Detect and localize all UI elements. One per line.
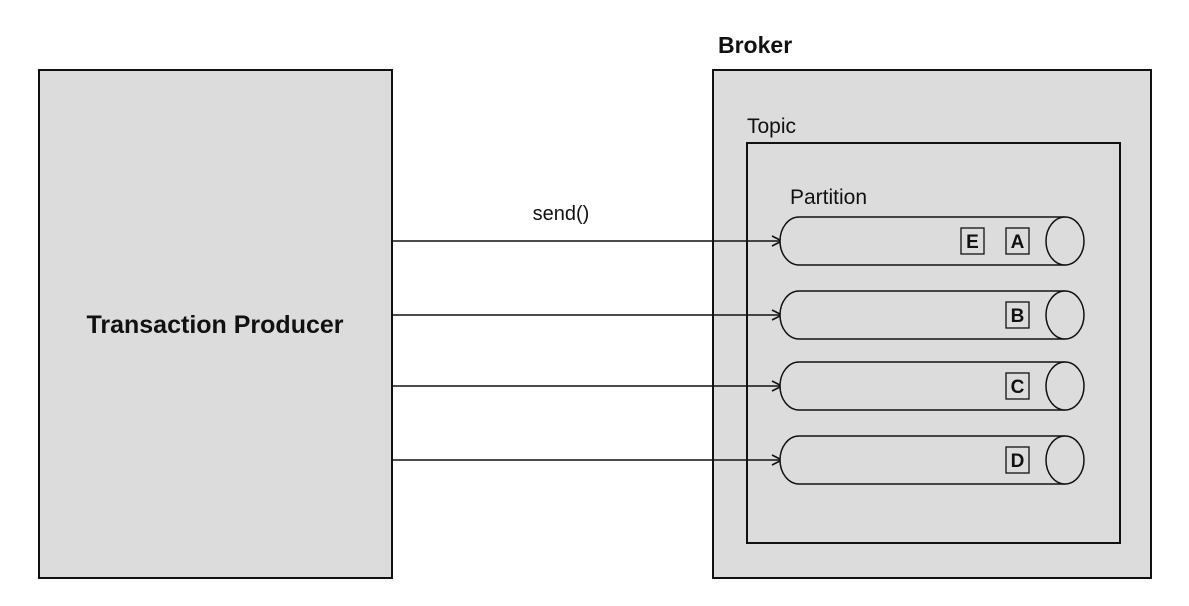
message-box [1005, 372, 1030, 400]
message-box [1005, 227, 1030, 255]
partition-cylinder [779, 290, 1065, 340]
producer-label: Transaction Producer [86, 311, 343, 339]
send-label: send() [533, 203, 590, 225]
message-box [960, 227, 985, 255]
partition-cylinder-end [1045, 290, 1085, 340]
partition-cylinder [779, 216, 1065, 266]
partition-label: Partition [790, 186, 867, 209]
message-box [1005, 446, 1030, 474]
message-label: D [1011, 451, 1025, 472]
partition-cylinder [779, 435, 1065, 485]
broker-label: Broker [718, 32, 792, 58]
message-label: B [1011, 306, 1025, 327]
message-label: C [1011, 377, 1025, 398]
partition-cylinder-end [1045, 216, 1085, 266]
message-label: A [1011, 232, 1025, 253]
partitions-group: E A B C D [392, 216, 1085, 485]
message-label: E [966, 232, 979, 253]
message-box [1005, 301, 1030, 329]
topic-label: Topic [747, 115, 796, 138]
producer-box [38, 69, 393, 579]
partition-cylinder [779, 361, 1065, 411]
partition-cylinder-end [1045, 435, 1085, 485]
partition-cylinder-end [1045, 361, 1085, 411]
